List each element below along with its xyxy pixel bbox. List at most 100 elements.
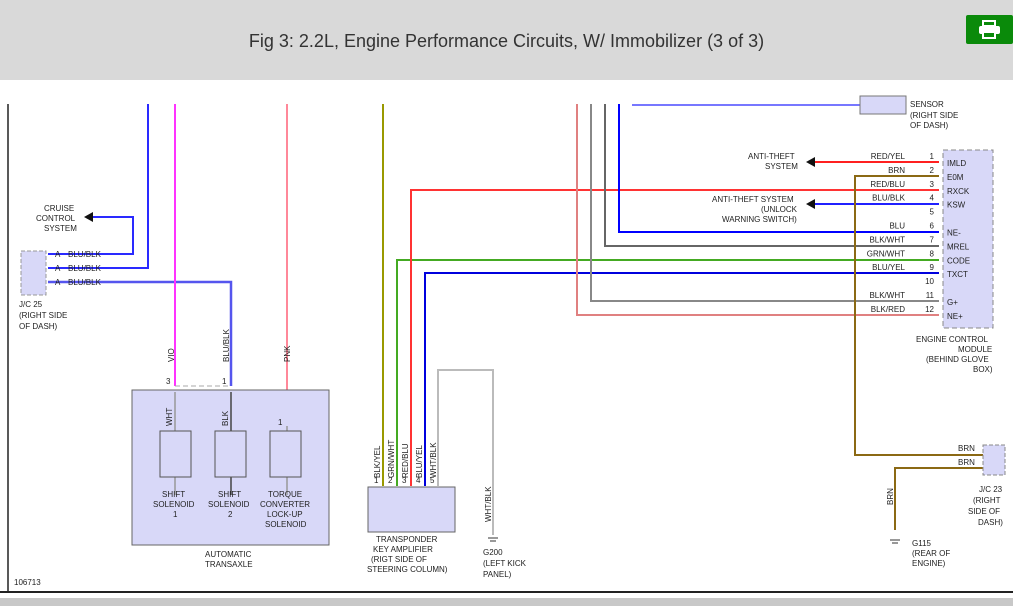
diagram-label: 1 xyxy=(374,476,379,485)
diagram-label: 1 xyxy=(278,418,283,427)
wire-label-wht: WHT xyxy=(165,408,174,426)
diagram-label: RED/BLU xyxy=(401,443,410,478)
diagram-label: STEERING COLUMN) xyxy=(367,565,448,574)
diagram-label: SOLENOID xyxy=(153,500,195,509)
ecm-pin-name: E0M xyxy=(947,173,964,182)
diagram-label: CRUISE xyxy=(44,204,74,213)
diagram-label: ANTI-THEFT SYSTEM xyxy=(712,195,794,204)
diagram-label: WARNING SWITCH) xyxy=(722,215,797,224)
ecm-pin-num: 10 xyxy=(925,277,934,286)
ecm-pin-wire: BLK/WHT xyxy=(869,235,905,244)
diagram-label: 1 xyxy=(222,377,227,386)
diagram-label: BLU/BLK xyxy=(68,264,102,273)
ecm-pin-num: 3 xyxy=(930,180,935,189)
diagram-label: BRN xyxy=(958,458,975,467)
diagram-label: SIDE OF xyxy=(968,507,1000,516)
torque-converter-solenoid xyxy=(269,430,302,478)
arrow-icon xyxy=(806,199,815,209)
diagram-label: BLU/BLK xyxy=(222,328,231,362)
ecm-pin-wire: BRN xyxy=(888,166,905,175)
ecm-pin-wire: RED/YEL xyxy=(871,152,906,161)
diagram-label: J/C 25 xyxy=(19,300,43,309)
diagram-label: 1 xyxy=(173,510,178,519)
diagram-label: 106713 xyxy=(14,578,41,587)
diagram-label: 4 xyxy=(416,476,421,485)
diagram-label: MODULE xyxy=(958,345,992,354)
diagram-label: (REAR OF xyxy=(912,549,950,558)
wire-brn-g115 xyxy=(894,467,983,530)
diagram-label: AUTOMATIC xyxy=(205,550,252,559)
wire-red-blu xyxy=(410,189,939,486)
ecm-pin-name: MREL xyxy=(947,242,970,251)
diagram-label: BOX) xyxy=(973,365,993,374)
engine-control-module xyxy=(942,149,994,329)
diagram-label: WHT/BLK xyxy=(484,486,493,522)
ecm-pin-name: NE+ xyxy=(947,312,963,321)
wire-blu-yel xyxy=(424,272,939,486)
diagram-label: J/C 23 xyxy=(979,485,1003,494)
diagram-label: BLU/YEL xyxy=(415,445,424,478)
wire-blu xyxy=(618,104,939,233)
diagram-label: SHIFT xyxy=(162,490,185,499)
diagram-label: SOLENOID xyxy=(265,520,307,529)
ecm-pin-name: NE- xyxy=(947,229,961,238)
footer-bar xyxy=(0,598,1013,606)
ecm-pin-wire: BLK/WHT xyxy=(869,291,905,300)
ecm-pin-num: 2 xyxy=(930,166,935,175)
ecm-pin-name: KSW xyxy=(947,201,966,210)
diagram-label: G115 xyxy=(912,539,932,548)
ecm-pin-num: 8 xyxy=(930,249,935,258)
diagram-label: (BEHIND GLOVE xyxy=(926,355,989,364)
arrow-icon xyxy=(806,157,815,167)
ecm-pin-num: 9 xyxy=(930,263,935,272)
ecm-pin-num: 7 xyxy=(930,235,935,244)
diagram-label: TORQUE xyxy=(268,490,302,499)
diagram-label: (UNLOCK xyxy=(761,205,798,214)
ecm-pin-name: TXCT xyxy=(947,270,968,279)
diagram-label: G200 xyxy=(483,548,503,557)
diagram-label: 2 xyxy=(228,510,233,519)
print-button[interactable] xyxy=(966,15,1013,44)
wire-sensor xyxy=(632,104,860,106)
transponder-key-amplifier xyxy=(367,486,456,533)
diagram-label: 5 xyxy=(430,476,435,485)
diagram-label: ENGINE) xyxy=(912,559,946,568)
ecm-pin-wire: GRN/WHT xyxy=(867,249,905,258)
diagram-label: 3 xyxy=(402,476,407,485)
diagram-label: SOLENOID xyxy=(208,500,250,509)
diagram-label: TRANSAXLE xyxy=(205,560,253,569)
diagram-label: 3 xyxy=(166,377,171,386)
diagram-label: (RIGHT SIDE xyxy=(19,311,67,320)
ecm-pin-wire: BLU xyxy=(889,222,905,231)
ecm-pin-name: RXCK xyxy=(947,187,970,196)
diagram-label: KEY AMPLIFIER xyxy=(373,545,433,554)
ecm-pin-num: 5 xyxy=(930,208,935,217)
diagram-label: (LEFT KICK xyxy=(483,559,527,568)
diagram-label: BRN xyxy=(886,488,895,505)
jc25-connector xyxy=(20,250,47,296)
diagram-label: ANTI-THEFT xyxy=(748,152,795,161)
diagram-label: (RIGHT SIDE xyxy=(910,111,958,120)
ecm-pin-wire: BLK/RED xyxy=(871,305,905,314)
diagram-label: VIO xyxy=(167,348,176,362)
diagram-label: A xyxy=(55,264,61,273)
diagram-label: TRANSPONDER xyxy=(376,535,438,544)
wire-blu-blk-3 xyxy=(48,280,233,386)
wire-brn xyxy=(854,175,983,456)
shift-solenoid-1 xyxy=(159,430,192,478)
wire-blu-blk-2 xyxy=(48,104,149,269)
ecm-pin-num: 1 xyxy=(930,152,935,161)
diagram-label: PANEL) xyxy=(483,570,512,579)
diagram-label: (RIGHT xyxy=(973,496,1001,505)
diagram-label: ENGINE CONTROL xyxy=(916,335,989,344)
wire-grn-wht xyxy=(396,259,939,486)
ecm-pin-name: G+ xyxy=(947,298,958,307)
printer-icon xyxy=(979,20,1000,39)
wire-blk-red xyxy=(576,104,939,316)
jc23-connector xyxy=(982,444,1006,476)
diagram-label: CONTROL xyxy=(36,214,76,223)
diagram-label: LOCK-UP xyxy=(267,510,303,519)
